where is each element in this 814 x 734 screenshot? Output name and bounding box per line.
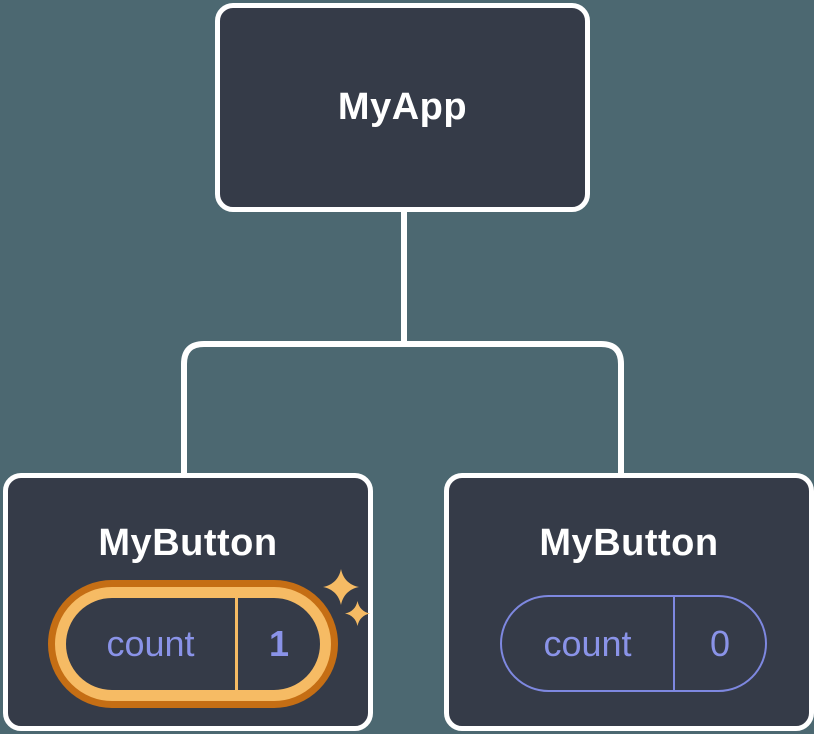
- state-name: count: [106, 623, 195, 664]
- state-pill-highlighted: count 1: [55, 587, 331, 701]
- node-myapp-label: MyApp: [337, 86, 468, 128]
- pill-divider: [235, 598, 238, 690]
- connector-branch: [181, 341, 624, 477]
- state-value: 0: [709, 622, 731, 664]
- node-mybutton-right-label: MyButton: [539, 522, 719, 564]
- node-mybutton-right: MyButton count 0: [444, 473, 814, 731]
- node-mybutton-left: MyButton count 1: [3, 473, 373, 731]
- pill-divider: [673, 597, 675, 690]
- node-mybutton-left-label: MyButton: [98, 522, 278, 564]
- state-name: count: [543, 622, 632, 664]
- state-pill: count 0: [500, 595, 767, 692]
- sparkle-icon: [323, 569, 359, 605]
- state-value: 1: [268, 623, 290, 664]
- sparkle-icon: [345, 601, 370, 626]
- node-myapp: MyApp: [215, 3, 590, 212]
